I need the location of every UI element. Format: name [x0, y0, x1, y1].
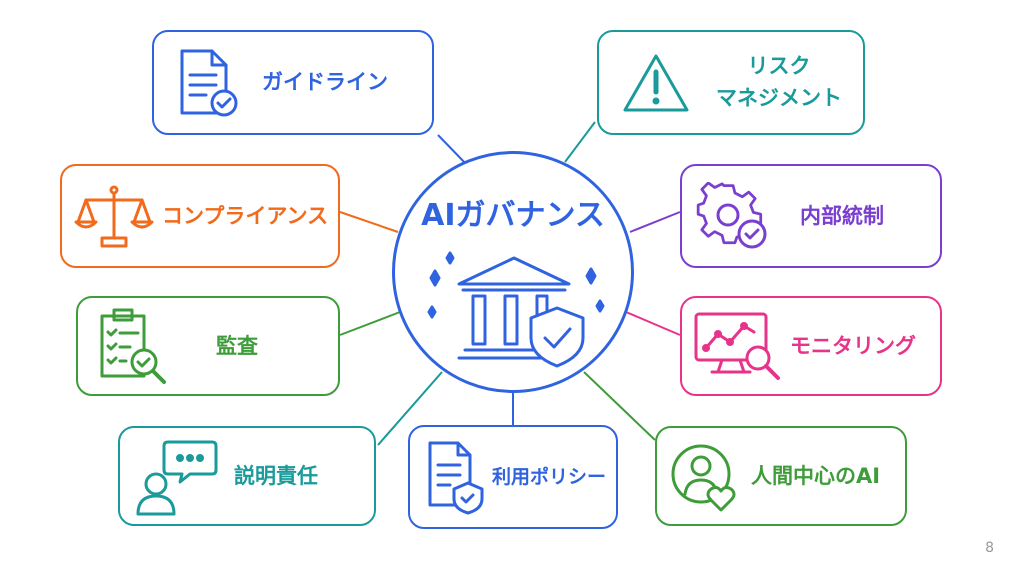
label-compliance: コンプライアンス — [162, 204, 329, 228]
connector-accountability — [377, 371, 443, 446]
document-check-icon — [180, 49, 238, 117]
connector-audit — [339, 311, 401, 336]
label-accountability: 説明責任 — [234, 464, 318, 488]
label-human-centric-ai: 人間中心のAI — [751, 464, 881, 488]
connector-compliance — [339, 211, 399, 233]
connector-monitoring — [625, 311, 681, 336]
person-speech-bubble-icon — [136, 440, 218, 516]
node-audit: 監査 — [76, 296, 340, 396]
gear-check-icon — [696, 182, 767, 249]
label-risk-line2: マネジメント — [716, 86, 842, 110]
node-human-centric-ai: 人間中心のAI — [655, 426, 907, 526]
node-monitoring: モニタリング — [680, 296, 942, 396]
monitor-chart-magnifier-icon — [694, 312, 780, 380]
warning-triangle-icon — [623, 54, 689, 112]
label-usage-policy: 利用ポリシー — [492, 466, 607, 488]
clipboard-checklist-magnifier-icon — [100, 308, 166, 384]
node-compliance: コンプライアンス — [60, 164, 340, 268]
label-risk-line1: リスク — [747, 54, 811, 78]
hub-title: AIガバナンス — [421, 198, 605, 233]
connector-human — [583, 371, 656, 441]
node-risk-management: リスク マネジメント — [597, 30, 865, 135]
label-internal-control: 内部統制 — [800, 204, 884, 228]
ai-governance-hub: AIガバナンス — [392, 151, 634, 393]
document-shield-icon — [428, 441, 484, 515]
node-guideline: ガイドライン — [152, 30, 434, 135]
label-monitoring: モニタリング — [790, 334, 916, 358]
government-building-shield-icon — [427, 251, 605, 368]
node-internal-control: 内部統制 — [680, 164, 942, 268]
connector-risk — [564, 121, 596, 163]
page-number: 8 — [985, 540, 994, 556]
label-audit: 監査 — [216, 334, 258, 358]
label-guideline: ガイドライン — [262, 70, 388, 94]
person-heart-icon — [671, 444, 736, 512]
node-accountability: 説明責任 — [118, 426, 376, 526]
node-usage-policy: 利用ポリシー — [408, 425, 618, 529]
balance-scale-icon — [74, 185, 154, 248]
connector-internal — [629, 211, 681, 233]
